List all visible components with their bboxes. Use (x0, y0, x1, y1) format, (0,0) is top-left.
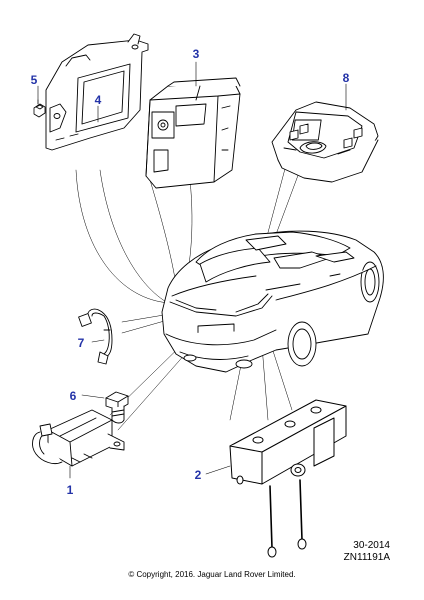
vehicle-outline (161, 230, 384, 373)
control-module-part-3 (145, 77, 241, 189)
wiring-harness-part-7 (78, 308, 113, 365)
callout-5: 5 (31, 73, 38, 87)
bolt-part-6 (105, 391, 129, 424)
callout-6: 6 (70, 389, 77, 403)
callout-numbers: 5 4 3 8 7 6 1 2 (31, 47, 350, 497)
sensor-part-1 (32, 409, 125, 467)
callout-leaders (37, 61, 347, 479)
overhead-console-part-8 (271, 101, 379, 183)
control-unit-part-2 (229, 399, 347, 558)
callout-4: 4 (95, 93, 102, 107)
screw-part-5 (33, 99, 46, 118)
callout-2: 2 (195, 468, 202, 482)
mounting-bracket-part-4 (45, 33, 149, 151)
callout-3: 3 (193, 47, 200, 61)
callout-8: 8 (343, 71, 350, 85)
date-code: 30-2014 (353, 540, 390, 551)
drawing-id: ZN11191A (343, 552, 390, 563)
copyright-notice: © Copyright, 2016. Jaguar Land Rover Lim… (128, 570, 296, 579)
callout-1: 1 (67, 483, 74, 497)
callout-7: 7 (78, 336, 85, 350)
